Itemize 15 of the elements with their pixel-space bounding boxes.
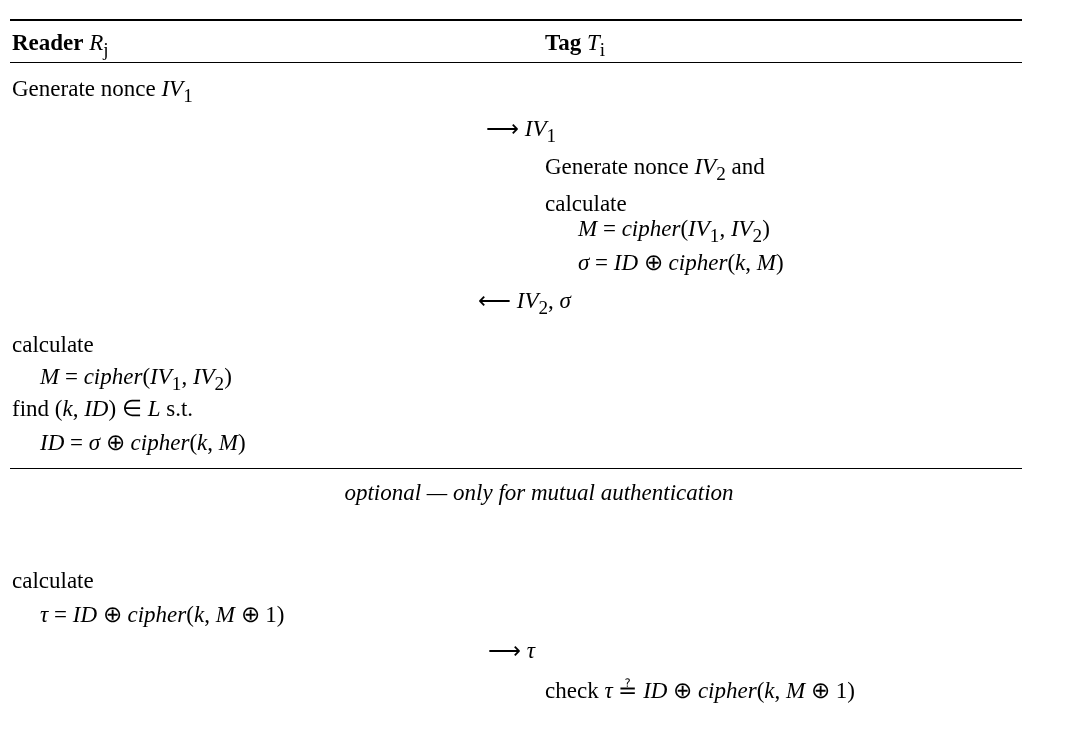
formula: ID = σ ⊕ cipher(k, M) — [40, 429, 246, 457]
column-heading: Tag T$_{i}$ — [545, 29, 606, 62]
formula: τ = ID ⊕ cipher(k, M ⊕ 1) — [40, 601, 285, 629]
protocol-step: find (k, ID) ∈ L s.t. — [12, 394, 194, 424]
message-arrow: ⟵ IV$_{2}$, σ — [478, 287, 571, 320]
protocol-step: check τ ≟ ID ⊕ cipher(k, M ⊕ 1) — [545, 676, 855, 706]
message-arrow: ⟶ IV$_{1}$ — [486, 115, 557, 148]
formula: M = cipher(IV$_{1}$, IV$_{2}$) — [40, 363, 232, 396]
column-heading: Reader R$_{j}$ — [12, 29, 109, 62]
formula: σ = ID ⊕ cipher(k, M) — [578, 249, 784, 277]
protocol-step: calculate — [12, 330, 94, 360]
protocol-step: calculate — [12, 566, 94, 596]
message-arrow: ⟶ τ — [488, 637, 535, 665]
protocol-step: Generate nonce IV$_{1}$ — [12, 74, 193, 111]
section-note: optional — only for mutual authentication — [343, 479, 735, 507]
